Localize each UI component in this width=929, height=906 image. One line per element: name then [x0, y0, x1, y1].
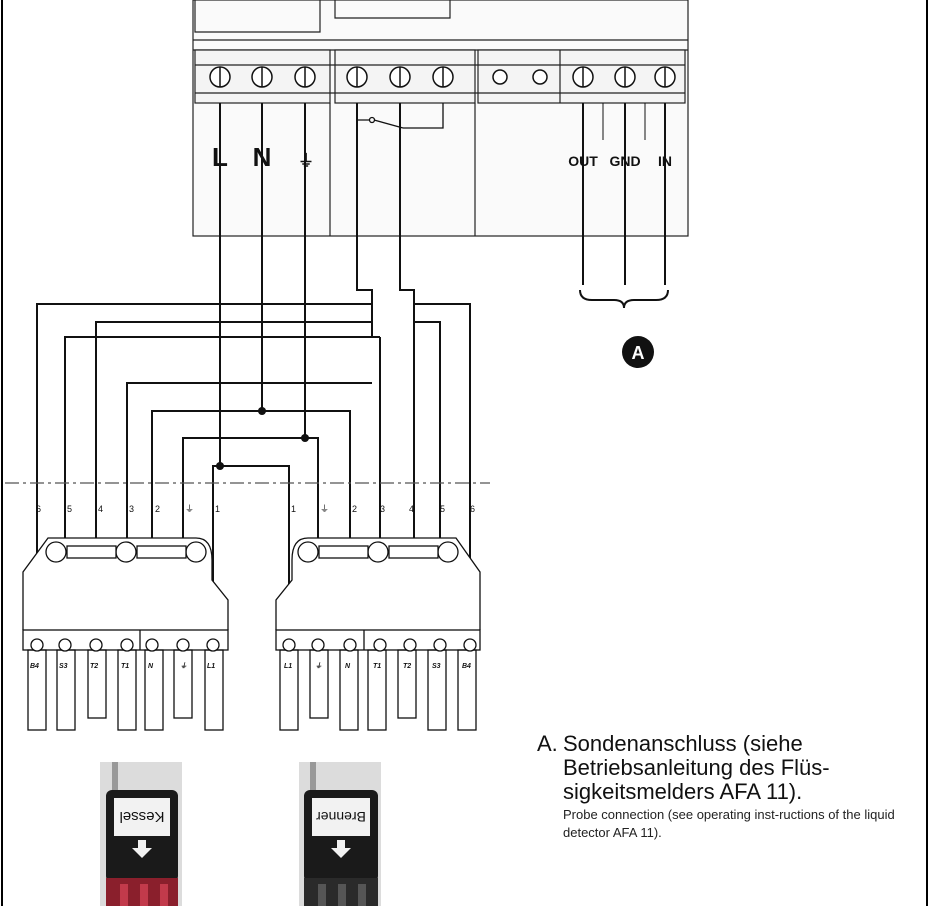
terminal-hole [532, 69, 548, 85]
terminal-label-earth: ⏚ [298, 152, 314, 170]
terminal-label-n: N [253, 142, 272, 172]
pin-label: T2 [90, 663, 98, 670]
pin-label: L1 [284, 663, 292, 670]
plug-left-pin-labels: B4 S3 T2 T1 N ⏚ L1 [30, 662, 215, 670]
pin-label: L1 [207, 663, 215, 670]
plug-photo-kessel: Kessel [100, 762, 182, 906]
probe-wires [582, 103, 666, 285]
wire-number: 4 [409, 504, 414, 514]
wire-number: 2 [352, 504, 357, 514]
wire-number: 6 [470, 504, 475, 514]
wire-number: ⏚ [185, 504, 194, 514]
junction-dots [216, 407, 309, 470]
photo-label-brenner: Brenner [316, 809, 366, 825]
pin-label: ⏚ [180, 662, 187, 670]
plug-left-screws [30, 638, 220, 652]
junction-dot [258, 407, 266, 415]
device-housing [192, 0, 689, 237]
junction-dot [216, 462, 224, 470]
plug-right [275, 537, 481, 731]
caption-letter: A. [537, 731, 558, 756]
caption-main: A. Sondenanschluss (siehe Betriebsanleit… [537, 732, 917, 804]
wire-number: 5 [440, 504, 445, 514]
terminal-screw [389, 66, 411, 88]
pin-label: T2 [403, 663, 411, 670]
terminal-screw [614, 66, 636, 88]
terminal-screw [572, 66, 594, 88]
wire-number: 2 [155, 504, 160, 514]
terminal-label-gnd: GND [609, 153, 640, 169]
plug-right-screws [282, 638, 477, 652]
pin-label: T1 [373, 663, 381, 670]
terminal-hole [492, 69, 508, 85]
pin-label: S3 [59, 663, 68, 670]
terminal-label-out: OUT [568, 153, 598, 169]
wire-number: 1 [215, 504, 220, 514]
pin-label: S3 [432, 663, 441, 670]
terminal-screw [432, 66, 454, 88]
wire-number: ⏚ [320, 504, 329, 514]
pin-label: N [345, 663, 351, 670]
photo-label-kessel: Kessel [119, 808, 164, 825]
probe-brace [579, 289, 669, 309]
terminal-label-l: L [212, 142, 228, 172]
callout-letter: A [632, 343, 645, 363]
caption: A. Sondenanschluss (siehe Betriebsanleit… [537, 732, 917, 842]
junction-dot [301, 434, 309, 442]
wire-number: 5 [67, 504, 72, 514]
wire-numbers-right: 1 ⏚ 2 3 4 5 6 [291, 504, 475, 514]
caption-text-en: Probe connection (see operating inst-ruc… [563, 807, 895, 840]
caption-text-de: Sondenanschluss (siehe Betriebsanleitung… [563, 731, 830, 804]
probe-terminal-labels: OUT GND IN [568, 153, 672, 169]
pin-label: ⏚ [315, 662, 322, 670]
wire-number: 4 [98, 504, 103, 514]
terminal-screw [251, 66, 273, 88]
power-terminal-labels: L N ⏚ [212, 142, 314, 172]
wire-number: 1 [291, 504, 296, 514]
terminal-screw [346, 66, 368, 88]
pin-label: T1 [121, 663, 129, 670]
pin-label: B4 [30, 663, 39, 670]
pin-label: N [148, 663, 154, 670]
plug-photo-brenner: Brenner [299, 762, 381, 906]
callout-a: A [622, 336, 654, 368]
wire-number: 3 [380, 504, 385, 514]
terminal-screw [294, 66, 316, 88]
plug-pins [279, 649, 477, 731]
wire-numbers-left: 6 5 4 3 2 ⏚ 1 [36, 504, 220, 514]
terminal-label-in: IN [658, 153, 672, 169]
wire-number: 6 [36, 504, 41, 514]
wire-number: 3 [129, 504, 134, 514]
plug-pins [27, 649, 224, 731]
terminal-screw [209, 66, 231, 88]
terminal-screw [654, 66, 676, 88]
plug-right-pin-labels: L1 ⏚ N T1 T2 S3 B4 [284, 662, 471, 670]
pin-label: B4 [462, 663, 471, 670]
plug-left [22, 537, 229, 731]
screw-terminals [209, 66, 676, 88]
